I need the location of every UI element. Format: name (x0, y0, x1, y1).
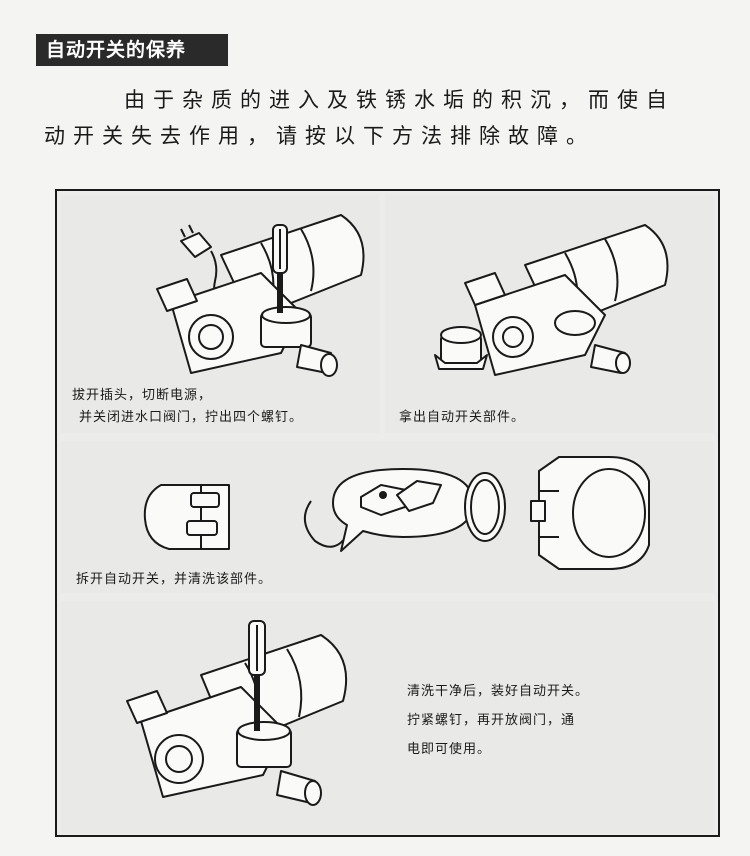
instruction-frame: 拔开插头，切断电源， 并关闭进水口阀门，拧出四个螺钉。 拿出自动开关部件。 (55, 189, 720, 837)
switch-removed-illustration (434, 224, 669, 376)
step-4-panel: 清洗干净后，装好自动开关。 拧紧螺钉，再开放阀门，通 电即可使用。 (61, 601, 714, 833)
disassembled-parts-illustration (143, 456, 650, 570)
pump-unplug-illustration (156, 214, 365, 377)
step-2-panel: 拿出自动开关部件。 (385, 195, 714, 433)
step-4-caption-line-3: 电即可使用。 (407, 742, 492, 757)
step-3-panel: 拆开自动开关，并清洗该部件。 (61, 441, 714, 593)
step-4-caption: 清洗干净后，装好自动开关。 拧紧螺钉，再开放阀门，通 电即可使用。 (407, 677, 589, 764)
step-1-caption-line-1: 拔开插头，切断电源， (72, 388, 213, 403)
pump-reassembled-illustration (126, 620, 348, 806)
step-2-caption: 拿出自动开关部件。 (399, 410, 526, 425)
intro-paragraph: 由于杂质的进入及铁锈水垢的积沉，而使自 动开关失去作用，请按以下方法排除故障。 (44, 82, 724, 154)
intro-line-1: 由于杂质的进入及铁锈水垢的积沉，而使自 (124, 88, 675, 112)
intro-line-2: 动开关失去作用，请按以下方法排除故障。 (44, 124, 595, 148)
step-1-panel: 拔开插头，切断电源， 并关闭进水口阀门，拧出四个螺钉。 (61, 195, 379, 433)
step-1-caption-line-2: 并关闭进水口阀门，拧出四个螺钉。 (79, 410, 304, 425)
step-3-caption: 拆开自动开关，并清洗该部件。 (76, 572, 273, 587)
step-4-caption-line-1: 清洗干净后，装好自动开关。 (407, 684, 590, 699)
step-4-caption-line-2: 拧紧螺钉，再开放阀门，通 (407, 713, 576, 728)
section-title: 自动开关的保养 (36, 34, 228, 66)
